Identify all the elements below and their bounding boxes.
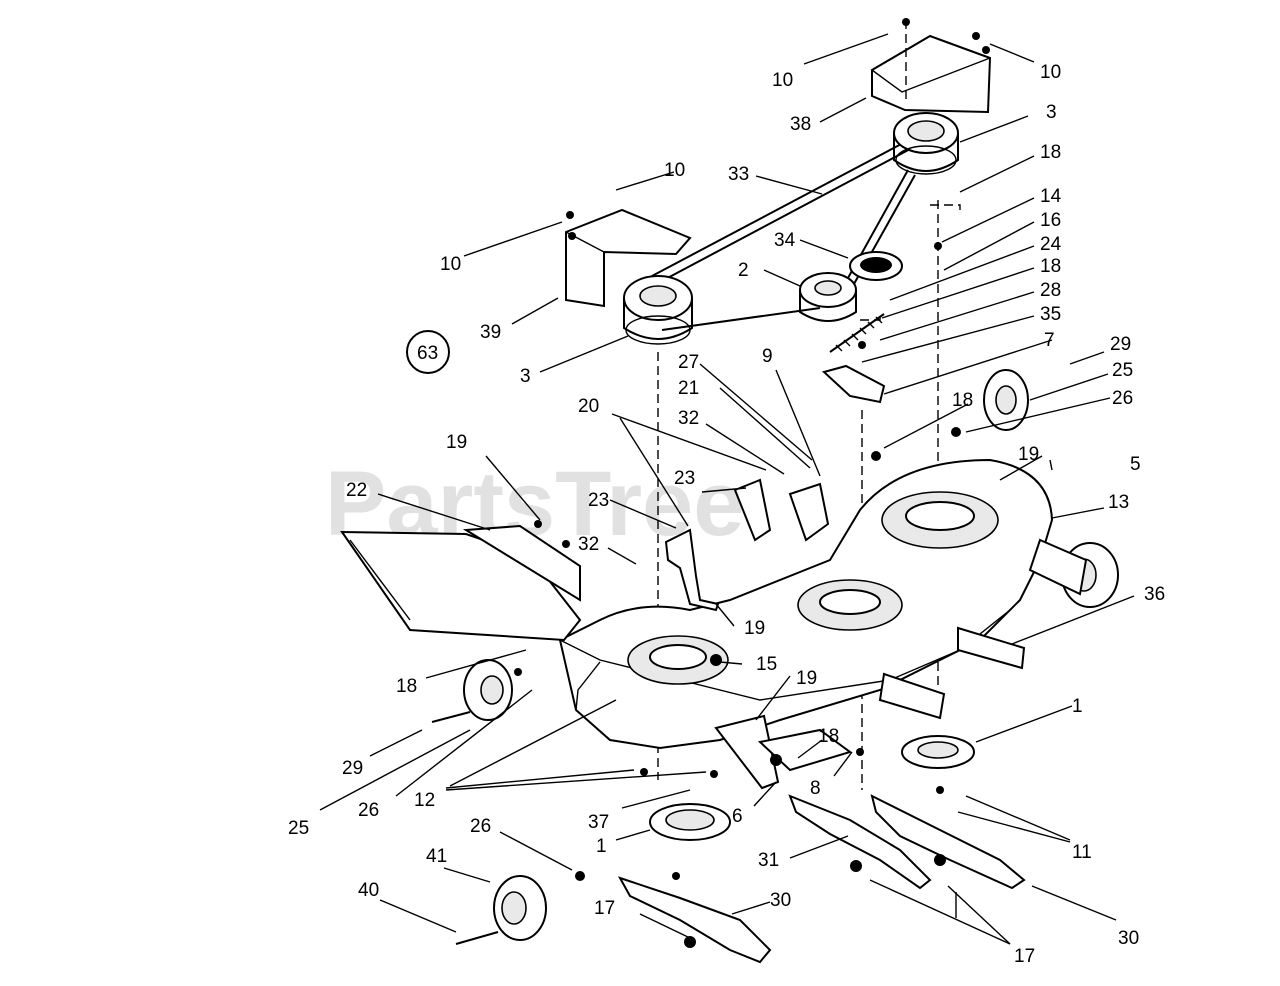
part-label: 26 [358, 800, 379, 821]
part-label: 6 [732, 806, 743, 827]
part-label: 23 [588, 490, 609, 511]
part-label: 14 [1040, 186, 1062, 207]
part-label: 1 [596, 836, 607, 857]
part-label: 19 [744, 618, 765, 639]
part-label: 25 [288, 818, 309, 839]
part-label: 33 [728, 164, 749, 185]
part-label: 29 [1110, 334, 1131, 355]
hardware-dots [514, 18, 990, 948]
leader-lines [319, 33, 1135, 945]
part-label: 5 [1130, 454, 1141, 475]
part-label: 8 [810, 778, 821, 799]
part-label: 34 [774, 230, 796, 251]
part-label: 40 [358, 880, 379, 901]
part-label: 32 [678, 408, 699, 429]
part-label: 7 [1044, 330, 1055, 351]
part-label: 30 [770, 890, 791, 911]
part-label: 28 [1040, 280, 1061, 301]
part-label: 19 [446, 432, 467, 453]
part-label: 23 [674, 468, 695, 489]
part-label: 16 [1040, 210, 1061, 231]
part-label: 10 [1040, 62, 1061, 83]
part-label: 30 [1118, 928, 1139, 949]
part-label: 36 [1144, 584, 1165, 605]
part-label: 38 [790, 114, 811, 135]
part-label: 26 [1112, 388, 1133, 409]
part-label: 2 [738, 260, 749, 281]
group-badge: 63 [406, 330, 450, 374]
part-label: 19 [796, 668, 817, 689]
part-label: 27 [678, 352, 699, 373]
part-label: 18 [952, 390, 973, 411]
part-label: 19 [1018, 444, 1039, 465]
part-label: 39 [480, 322, 501, 343]
part-label: 26 [470, 816, 491, 837]
part-label: 3 [520, 366, 531, 387]
part-label: 31 [758, 850, 779, 871]
part-label: 12 [414, 790, 435, 811]
part-label: 35 [1040, 304, 1061, 325]
part-label: 17 [594, 898, 615, 919]
part-label: 18 [818, 726, 839, 747]
part-label: 10 [440, 254, 461, 275]
part-label: 21 [678, 378, 699, 399]
part-label: 9 [762, 346, 773, 367]
part-label: 1 [1072, 696, 1083, 717]
part-label: 15 [756, 654, 777, 675]
part-label: 10 [772, 70, 793, 91]
part-label: 13 [1108, 492, 1129, 513]
part-label: 24 [1040, 234, 1062, 255]
parts-drawing [340, 18, 1119, 964]
part-label: 22 [346, 480, 367, 501]
part-label: 37 [588, 812, 609, 833]
part-label: 10 [664, 160, 685, 181]
part-label: 17 [1014, 946, 1035, 967]
part-label: 29 [342, 758, 363, 779]
part-label: 20 [578, 396, 599, 417]
part-label: 18 [1040, 142, 1061, 163]
group-number: 63 [417, 343, 438, 364]
part-label: 41 [426, 846, 447, 867]
part-label: 18 [1040, 256, 1061, 277]
part-label: 25 [1112, 360, 1133, 381]
part-label: 18 [396, 676, 417, 697]
part-labels: 10 10 38 3 18 10 33 14 16 24 18 28 35 34… [288, 62, 1165, 967]
part-label: 3 [1046, 102, 1057, 123]
part-label: 32 [578, 534, 599, 555]
part-label: 11 [1072, 842, 1092, 863]
